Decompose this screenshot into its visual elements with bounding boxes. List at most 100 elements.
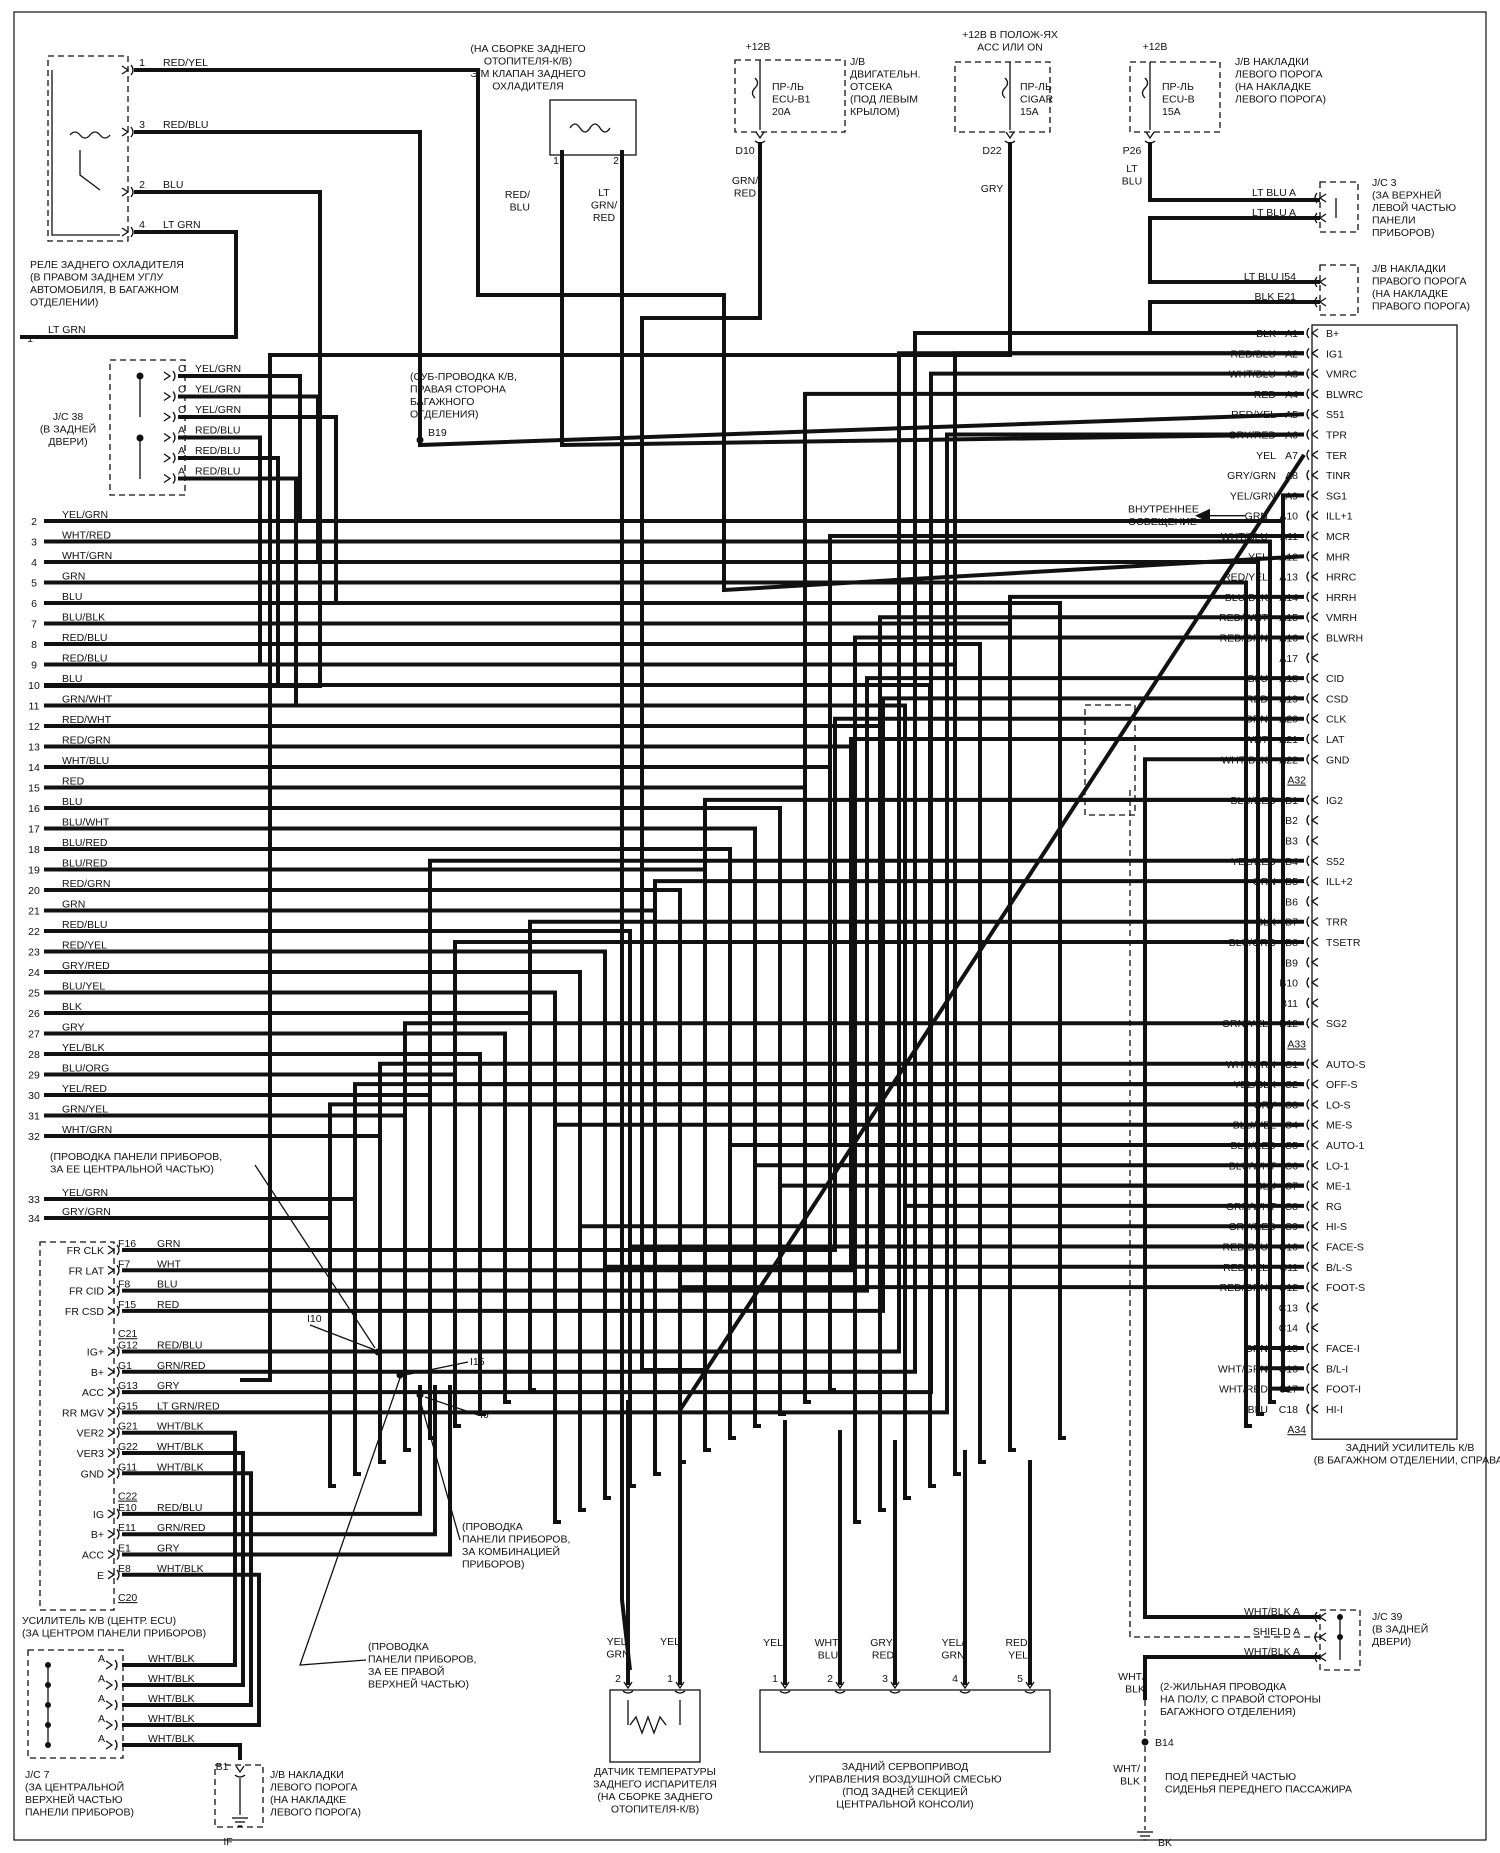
amp-pin-c13-label: C13 [1279, 1302, 1298, 1314]
jc38-row-0-connector [163, 371, 172, 381]
jb-left-sill-2-ground-label: IF [223, 1836, 232, 1848]
jb-cigar-wire [240, 142, 1012, 1382]
amp-pin-c16-connector-cap [1306, 1362, 1310, 1374]
amp-pin-c15-terminal: FACE-I [1326, 1343, 1360, 1355]
jb-right-sill-row-0-label: LT BLU I54 [1244, 271, 1296, 283]
sub-harness-caption-line-1: ПРАВАЯ СТОРОНА [410, 384, 506, 396]
amp-pin-c9-terminal: HI-S [1326, 1221, 1347, 1233]
left-wire-13-number: 13 [28, 742, 40, 754]
floor-ground-caption-line-0: ПОД ПЕРЕДНЕЙ ЧАСТЬЮ [1165, 1770, 1297, 1783]
note-ip-right-line-0: (ПРОВОДКА [368, 1641, 429, 1653]
amp-pin-c11-terminal: B/L-S [1326, 1262, 1352, 1274]
ecu-pin-f8-label: F8 [118, 1279, 130, 1291]
left-wire-25-trunk [44, 990, 561, 1524]
jb-left-sill-2-connector-cap [234, 1774, 246, 1778]
left-wire-30-number: 30 [28, 1090, 40, 1102]
sensor-pin-1-connector [675, 1681, 685, 1690]
servo-pin-3: 4 [952, 1673, 958, 1685]
amp-pin-c12-connector [1310, 1282, 1319, 1292]
amp-pin-c15-connector [1310, 1343, 1319, 1353]
jc38-row-5-color: RED/BLU [195, 466, 241, 478]
amp-pin-c10-connector [1310, 1241, 1319, 1252]
jc39-row-0-connector [1318, 1612, 1327, 1622]
amp-pin-c8-terminal: RG [1326, 1201, 1342, 1213]
servo-pin-4-connector-cap [1024, 1690, 1036, 1694]
amp-pin-a19-connector [1310, 693, 1319, 703]
amp-pin-b6-connector-cap [1306, 895, 1310, 907]
rear-amplifier-caption-line-0: ЗАДНИЙ УСИЛИТЕЛЬ К/В [1346, 1441, 1475, 1454]
jb-engine-fuse-label-line-0: ПР-ЛЬ [772, 81, 804, 93]
amp-pin-c9-connector [1310, 1221, 1319, 1231]
ecu-pin-e8-color: WHT/BLK [157, 1563, 204, 1575]
amp-pin-c7-connector [1310, 1181, 1319, 1191]
ecu-pin-c22-label: C22 [118, 1491, 137, 1503]
note-ip-cluster-line-0: (ПРОВОДКА [462, 1521, 523, 1533]
amp-pin-a9-color: YEL/GRN [1230, 490, 1276, 502]
rear-valve-wire1-label-line-1: BLU [510, 202, 530, 214]
amp-pin-a2-color: RED/BLU [1230, 348, 1276, 360]
ecu-pin-f15-color: RED [157, 1299, 180, 1311]
amp-pin-a12-connector-cap [1306, 550, 1310, 562]
jb-right-sill-row-1-connector [1318, 297, 1327, 307]
amp-pin-a18-connector [1310, 673, 1319, 683]
interior-light-caption-line-0: ВНУТРЕННЕЕ [1128, 504, 1199, 516]
jc38-row-0-color: YEL/GRN [195, 363, 241, 375]
rear-amplifier-caption-line-1: (В БАГАЖНОМ ОТДЕЛЕНИИ, СПРАВА) [1314, 1455, 1500, 1467]
jc7-row-2-pin: A [98, 1693, 105, 1705]
relay-pin1-wire [134, 68, 1305, 593]
left-wire-23-to-c11 [603, 951, 1304, 1269]
left-wire-23-number: 23 [28, 947, 40, 959]
amp-pin-a20-label: A20 [1279, 714, 1298, 726]
amp-pin-a2-connector [1310, 348, 1319, 358]
amp-pin-a15-color: RED/WHT [1219, 612, 1269, 624]
left-wire-2-number: 2 [31, 516, 37, 528]
left-wire-27-trunk [44, 1031, 511, 1404]
amp-pin-c10-connector-cap [1306, 1241, 1310, 1252]
ecu-pin-g22-label: G22 [118, 1441, 138, 1453]
left-wire-13-color: RED/GRN [62, 735, 110, 747]
ecu-pin-g11-terminal: GND [81, 1468, 105, 1480]
ecu-pin-e1-label: E1 [118, 1543, 131, 1555]
jc7-row-4-pin: A [98, 1733, 105, 1745]
ecu-pin-f8-connector-cap [116, 1285, 120, 1297]
amp-pin-a5-color: RED/YEL [1231, 409, 1276, 421]
amp-pin-b2-connector [1310, 815, 1319, 825]
jb-right-sill-row-0-connector-cap [1314, 276, 1318, 288]
sensor-body [609, 1689, 701, 1763]
splice-i6 [416, 1391, 424, 1399]
left-wire-3-color: WHT/RED [62, 530, 111, 542]
amp-pin-b9-connector-cap [1306, 956, 1310, 968]
amp-pin-a20-connector-cap [1306, 713, 1310, 725]
jc39-to-floor [1143, 1655, 1320, 1700]
servo-pin-1-connector-cap [834, 1690, 846, 1694]
splice-i10 [374, 1348, 382, 1356]
amp-pin-c8-label: C8 [1285, 1201, 1299, 1213]
left-wire-27-color: GRY [62, 1022, 85, 1034]
left-wire-8-trunk [44, 642, 986, 1464]
jb-right-sill-caption-line-1: ПРАВОГО ПОРОГА [1372, 276, 1467, 288]
jb-cigar-fuse-label-line-1: CIGAR [1020, 94, 1054, 106]
wire-layer [20, 68, 1320, 1760]
jb-left-sill-2-caption-line-2: (НА НАКЛАДКЕ [270, 1794, 346, 1806]
amp-pin-a14-connector [1310, 592, 1319, 602]
left-wire-14-color: WHT/BLU [62, 755, 109, 767]
sensor-caption-line-1: ЗАДНЕГО ИСПАРИТЕЛЯ [593, 1779, 717, 1791]
amp-pin-a6-color: GRY/RED [1228, 430, 1276, 442]
left-wire-34-color: GRY/GRN [62, 1206, 111, 1218]
jb-left-sill-wire-label-line-0: LT [1126, 163, 1138, 175]
amp-pin-b2-connector-cap [1306, 814, 1310, 826]
left-wire-6-to-c7 [1058, 603, 1304, 1188]
amp-pin-a14-connector-cap [1306, 591, 1310, 603]
amp-pin-c2-label: C2 [1285, 1079, 1299, 1091]
left-wire-11-color: GRN/WHT [62, 694, 113, 706]
jc39-junction-0 [1337, 1614, 1343, 1620]
jc3-caption-line-3: ПАНЕЛИ [1372, 215, 1416, 227]
jc7-junction-1 [45, 1682, 51, 1688]
amp-pin-a18-color: BLU [1248, 673, 1268, 685]
ecu-pin-e10-terminal: IG [93, 1509, 104, 1521]
ecu-f8-to-a18 [122, 676, 1304, 1293]
jc38-row-5-connector-cap [172, 473, 176, 484]
splice-i10-leader [309, 1324, 376, 1351]
amp-pin-b5-connector [1310, 876, 1319, 886]
ecu-body [39, 1241, 115, 1611]
